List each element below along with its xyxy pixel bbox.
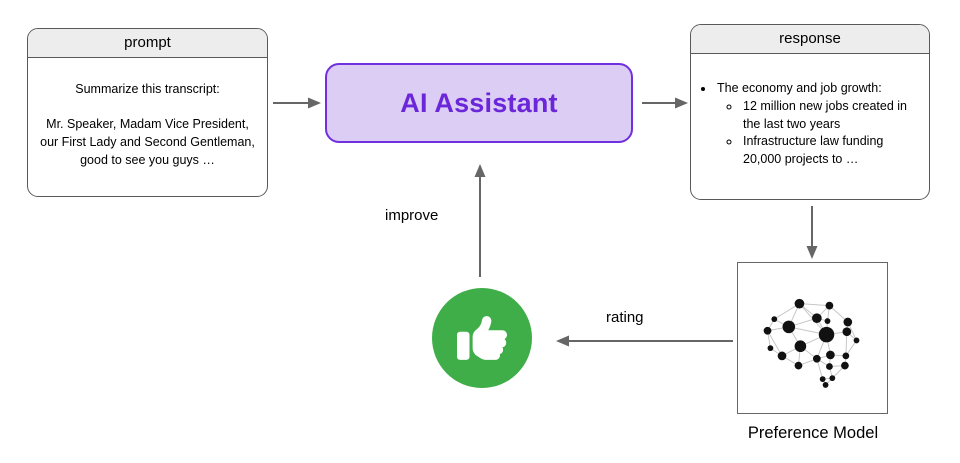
response-sub-bullet: Infrastructure law funding 20,000 projec… xyxy=(741,133,921,169)
prompt-transcript: Mr. Speaker, Madam Vice President, our F… xyxy=(40,117,255,167)
brain-network-icon xyxy=(763,298,860,388)
response-card: response The economy and job growth: 12 … xyxy=(690,24,930,200)
response-sub-bullet: 12 million new jobs created in the last … xyxy=(741,98,921,134)
prompt-card-title: prompt xyxy=(28,29,267,58)
rating-arrow-label: rating xyxy=(606,309,644,326)
response-bullet-list: The economy and job growth: 12 million n… xyxy=(715,80,921,169)
improve-arrow-label: improve xyxy=(385,207,439,224)
preference-model-label: Preference Model xyxy=(747,424,879,442)
ai-assistant-label: AI Assistant xyxy=(400,87,558,118)
prompt-card: prompt Summarize this transcript: Mr. Sp… xyxy=(27,28,268,197)
prompt-spacer xyxy=(38,98,257,116)
preference-model-box xyxy=(737,262,888,414)
thumbs-up-icon xyxy=(457,316,507,360)
thumbs-up-badge xyxy=(432,288,532,388)
ai-assistant-box: AI Assistant xyxy=(325,63,633,143)
prompt-instruction: Summarize this transcript: xyxy=(75,81,220,96)
response-card-title: response xyxy=(691,25,929,54)
response-bullet: The economy and job growth: xyxy=(715,80,921,98)
response-sub-bullet-list: 12 million new jobs created in the last … xyxy=(741,98,921,169)
response-card-body: The economy and job growth: 12 million n… xyxy=(691,54,929,199)
prompt-card-body: Summarize this transcript: Mr. Speaker, … xyxy=(28,58,267,196)
